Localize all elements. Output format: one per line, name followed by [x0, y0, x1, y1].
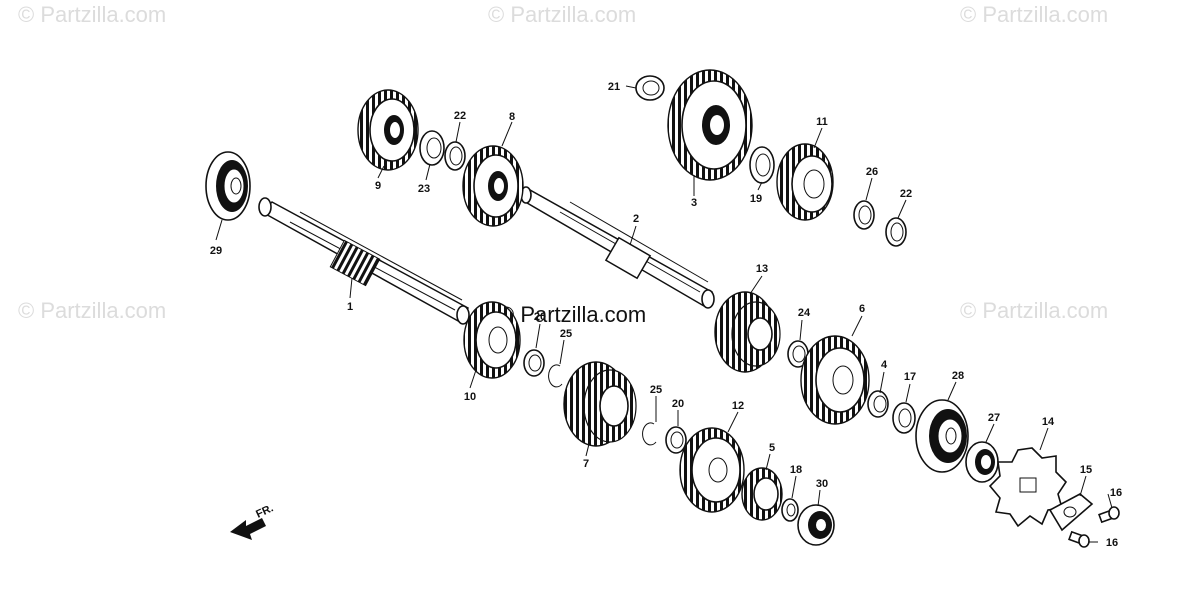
sprocket-14 [988, 447, 1068, 528]
watermark-mid-left: © Partzilla.com [18, 298, 166, 323]
callout-11: 11 [816, 116, 828, 128]
main-shaft [258, 197, 470, 325]
watermark-center: © Partzilla.com [498, 302, 646, 327]
callout-13: 13 [756, 263, 768, 275]
circlip-22-lower [885, 217, 907, 247]
circlip-22-upper [444, 141, 466, 171]
callout-17: 17 [904, 371, 916, 383]
callout-19: 19 [750, 193, 762, 205]
callout-25-upper: 25 [560, 328, 572, 340]
bolt-16-lower [1068, 530, 1090, 548]
watermark-mid-right: © Partzilla.com [960, 298, 1108, 323]
bearing-30 [797, 504, 835, 546]
callout-20-upper: 20 [534, 311, 546, 323]
callout-23: 23 [418, 183, 430, 195]
callout-5: 5 [769, 442, 775, 454]
gear-8 [462, 145, 524, 227]
callout-7: 7 [583, 458, 589, 470]
circlip-25-upper [548, 364, 563, 388]
washer-21 [635, 75, 665, 101]
gear-3 [667, 69, 753, 181]
counter-shaft [520, 186, 715, 309]
bearing-28 [915, 399, 969, 473]
bolt-16-upper [1098, 506, 1120, 524]
callout-9: 9 [375, 180, 381, 192]
callout-18: 18 [790, 464, 802, 476]
callout-8: 8 [509, 111, 515, 123]
front-direction-arrow: FR. [230, 502, 275, 540]
washer-19 [749, 146, 775, 184]
callout-4: 4 [881, 359, 888, 371]
oil-seal-27 [965, 441, 999, 483]
callout-10: 10 [464, 391, 476, 403]
washer-23 [419, 130, 445, 166]
callout-26: 26 [866, 166, 878, 178]
callout-21: 21 [608, 81, 620, 93]
gear-9 [357, 89, 419, 171]
callout-12: 12 [732, 400, 744, 412]
watermark-top-center: © Partzilla.com [488, 2, 636, 27]
callout-29: 29 [210, 245, 222, 257]
callout-22-upper: 22 [454, 110, 466, 122]
washer-17 [892, 402, 916, 434]
gear-6 [800, 335, 870, 425]
callout-27: 27 [988, 412, 1000, 424]
callout-28: 28 [952, 370, 964, 382]
callout-14: 14 [1042, 416, 1055, 428]
fixing-plate-15 [1048, 493, 1094, 532]
washer-20-upper [523, 349, 545, 377]
washer-26 [853, 200, 875, 230]
callout-3: 3 [691, 197, 697, 209]
front-direction-label: FR. [254, 502, 275, 520]
washer-20-lower [665, 426, 687, 454]
bearing-29 [205, 151, 251, 221]
callout-30: 30 [816, 478, 828, 490]
gear-11 [776, 143, 834, 221]
callout-15: 15 [1080, 464, 1092, 476]
callout-2: 2 [633, 213, 639, 225]
callout-22-lower: 22 [900, 188, 912, 200]
gear-10 [463, 301, 521, 379]
bushing-4 [867, 390, 889, 418]
callout-16-upper: 16 [1110, 487, 1122, 499]
gear-7 [563, 361, 637, 447]
callout-labels: 1 2 3 4 5 6 7 8 9 10 11 12 13 14 15 16 1… [210, 81, 1122, 549]
callout-20-lower: 20 [672, 398, 684, 410]
callout-24: 24 [798, 307, 811, 319]
gear-5 [741, 467, 783, 521]
circlip-25-lower [642, 422, 657, 446]
watermark-top-right: © Partzilla.com [960, 2, 1108, 27]
washer-18 [781, 498, 799, 522]
watermark-top-left: © Partzilla.com [18, 2, 166, 27]
callout-leaders [215, 85, 1113, 543]
callout-6: 6 [859, 303, 865, 315]
gear-12 [679, 427, 745, 513]
callout-25-lower: 25 [650, 384, 662, 396]
gear-13 [714, 291, 781, 373]
callout-16-lower: 16 [1106, 537, 1118, 549]
callout-1: 1 [347, 301, 353, 313]
